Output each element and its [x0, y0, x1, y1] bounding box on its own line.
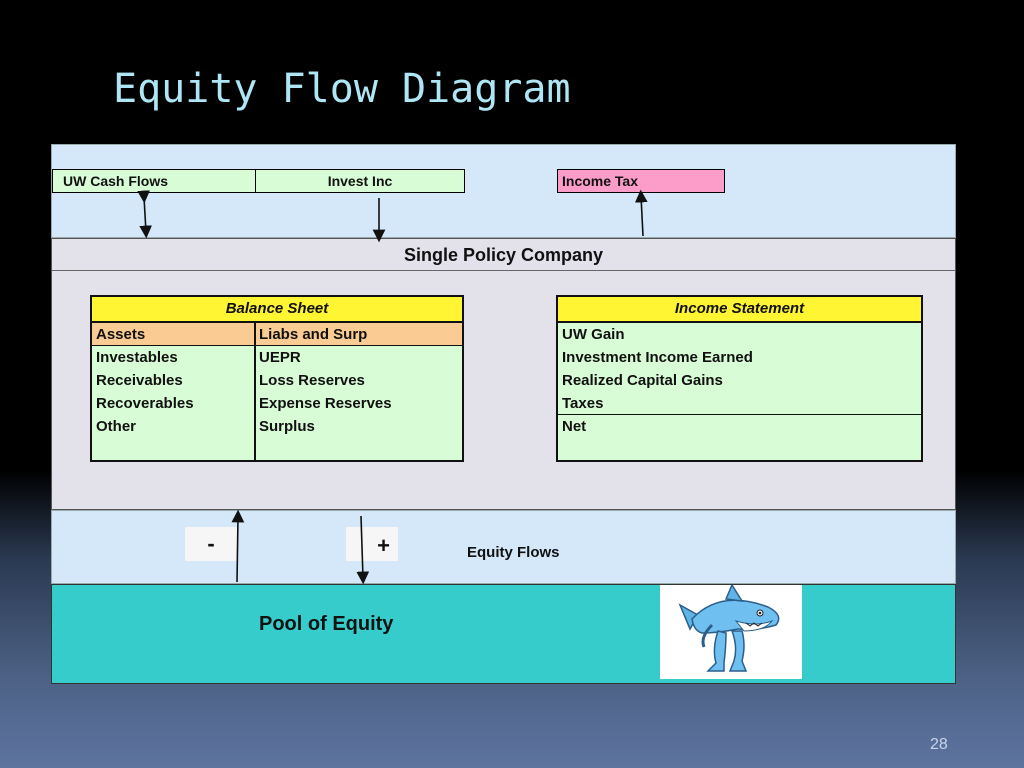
equity-outflow-arrow: [231, 509, 245, 583]
minus-sign: -: [185, 527, 237, 561]
asset-row: Investables: [96, 349, 178, 366]
income-statement: Income Statement UW Gain Investment Inco…: [556, 295, 923, 462]
liabs-header: Liabs and Surp: [259, 326, 368, 343]
income-statement-header: Income Statement: [558, 297, 921, 323]
invest-inc-label: Invest Inc: [327, 173, 393, 189]
equity-flows-label: Equity Flows: [467, 544, 560, 561]
balance-sheet: Balance Sheet Assets Liabs and Surp Inve…: [90, 295, 464, 462]
income-tax-arrow: [634, 189, 648, 237]
asset-row: Recoverables: [96, 395, 194, 412]
income-row: Taxes: [562, 395, 604, 412]
company-band: Single Policy Company Balance Sheet Asse…: [51, 238, 956, 510]
flow-arrows: [137, 189, 648, 585]
income-tax-label: Income Tax: [562, 173, 638, 189]
plus-sign: +: [346, 527, 398, 561]
equity-inflow-arrow: [356, 515, 370, 585]
uw-cash-flows-cell: UW Cash Flows: [52, 169, 256, 193]
liab-row: UEPR: [259, 349, 301, 366]
assets-header: Assets: [96, 326, 146, 343]
balance-sheet-subheader: Assets Liabs and Surp: [92, 323, 462, 346]
income-row: Investment Income Earned: [562, 349, 753, 366]
net-divider: [558, 414, 921, 415]
invest-inc-cell: Invest Inc: [255, 169, 465, 193]
slide-title: Equity Flow Diagram: [113, 66, 571, 112]
pool-of-equity-label: Pool of Equity: [259, 613, 394, 635]
asset-row: Receivables: [96, 372, 183, 389]
shark-image: [660, 583, 802, 679]
balance-sheet-divider: [254, 323, 256, 460]
pool-band: Pool of Equity: [51, 583, 956, 684]
shark-cartoon-icon: [678, 583, 780, 672]
net-row: Net: [562, 418, 587, 435]
liab-row: Expense Reserves: [259, 395, 392, 412]
company-title: Single Policy Company: [52, 239, 955, 271]
inputs-band: UW Cash Flows Invest Inc Income Tax: [51, 144, 956, 238]
equity-flows-band: - + Equity Flows: [51, 510, 956, 584]
equity-flow-diagram: UW Cash Flows Invest Inc Income Tax Sing…: [51, 144, 956, 684]
balance-sheet-header: Balance Sheet: [92, 297, 462, 323]
uw-cash-flows-label: UW Cash Flows: [63, 173, 169, 189]
income-row: Realized Capital Gains: [562, 372, 723, 389]
income-row: UW Gain: [562, 326, 625, 343]
liab-row: Loss Reserves: [259, 372, 365, 389]
page-number: 28: [930, 736, 948, 753]
uw-cash-flows-arrow: [137, 190, 153, 239]
asset-row: Other: [96, 418, 137, 435]
liab-row: Surplus: [259, 418, 315, 435]
